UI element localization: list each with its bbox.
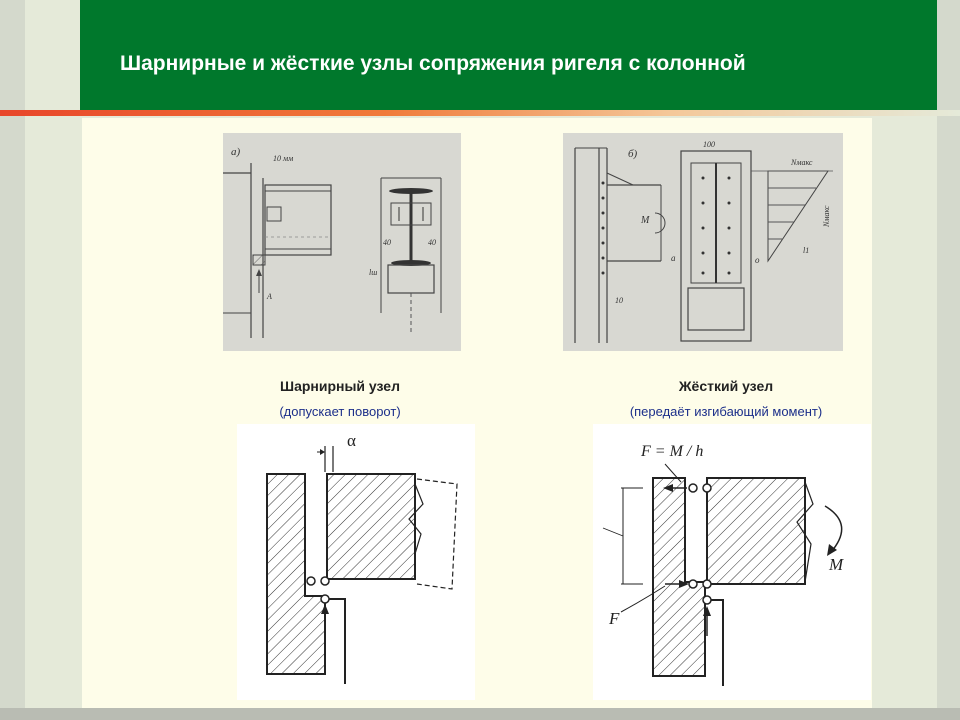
hinged-technical-drawing: а) 10 мм А 40 40 lш: [223, 133, 461, 351]
angle-alpha: α: [347, 431, 356, 450]
gap-label: 10 мм: [273, 154, 293, 163]
dim-40-right: 40: [428, 238, 436, 247]
arrow-label-a: А: [266, 292, 272, 301]
hinged-subtitle: (допускает поворот): [279, 404, 401, 419]
accent-line: [0, 110, 960, 116]
slide-title: Шарнирные и жёсткие узлы сопряжения риге…: [120, 52, 746, 75]
dim-100: 100: [703, 140, 715, 149]
moment-label: M: [828, 555, 844, 574]
hinged-title: Шарнирный узел: [280, 378, 400, 394]
n-max-vertical: Nмакс: [822, 205, 831, 228]
moment-label-drawing: М: [640, 215, 650, 226]
hinged-scheme: α: [237, 424, 475, 700]
panel-label-b: б): [628, 148, 638, 160]
rigid-caption: Жёсткий узел (передаёт изгибающий момент…: [596, 378, 856, 419]
point-o: о: [755, 255, 760, 265]
rigid-technical-drawing: б) М 10 100 а о Nмакс Nмакс l1: [563, 133, 843, 351]
force-formula: F = M / h: [640, 443, 703, 460]
hinged-caption: Шарнирный узел (допускает поворот): [240, 378, 440, 419]
bottom-bar: [0, 708, 960, 720]
n-max-label: Nмакс: [790, 158, 813, 167]
panel-label-a: а): [231, 146, 241, 158]
point-a: а: [671, 253, 676, 263]
slide-header: Шарнирные и жёсткие узлы сопряжения риге…: [80, 0, 937, 110]
rigid-subtitle: (передаёт изгибающий момент): [629, 404, 823, 419]
rigid-title: Жёсткий узел: [678, 378, 774, 394]
dim-l1: l1: [803, 246, 809, 255]
rigid-scheme: h F F = M / h M: [593, 424, 871, 700]
dim-lw: lш: [369, 268, 377, 277]
dim-40-left: 40: [383, 238, 391, 247]
dim-10: 10: [615, 296, 623, 305]
force-label: F: [608, 609, 620, 628]
